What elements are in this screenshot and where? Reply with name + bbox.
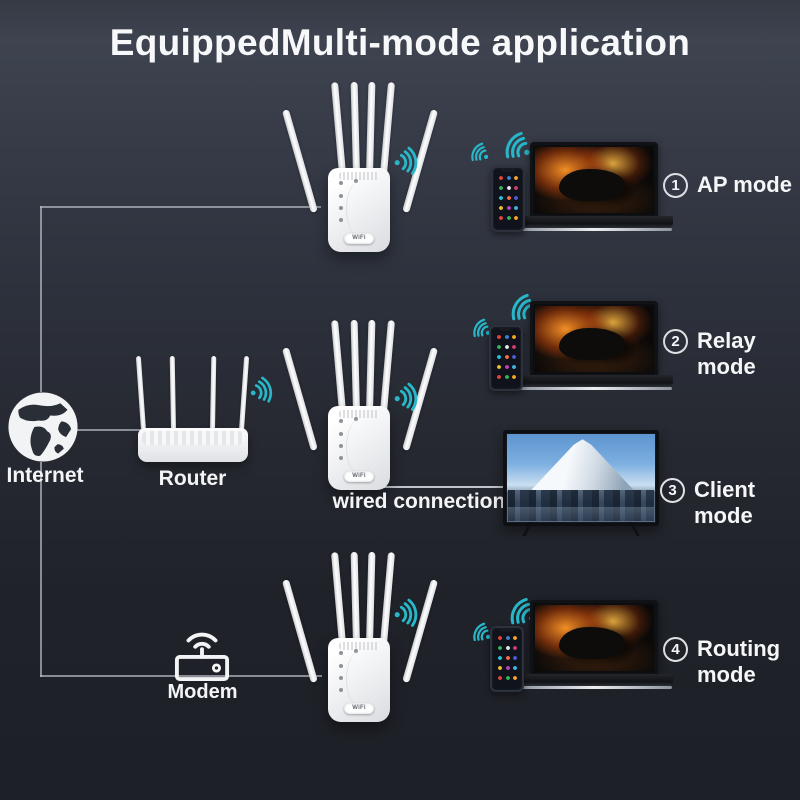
phone-screen xyxy=(492,328,520,388)
repeater-body: WiFi xyxy=(328,168,390,252)
wifi-signal-icon xyxy=(390,378,428,416)
connector-bottom-vertical xyxy=(40,462,42,677)
wifi-signal-icon xyxy=(390,594,428,632)
connector-modem-horizontal xyxy=(40,675,322,677)
status-led xyxy=(354,417,358,421)
mode-label-client: 3 Client mode xyxy=(660,477,800,530)
laptop-wallpaper xyxy=(535,306,653,372)
router-antenna xyxy=(135,356,146,431)
status-led xyxy=(354,649,358,653)
wifi-badge: WiFi xyxy=(344,233,374,244)
wifi-repeater-1: WiFi xyxy=(281,80,439,285)
repeater-antenna xyxy=(330,320,346,413)
router-antenna xyxy=(210,355,217,431)
laptop-screen xyxy=(530,301,658,377)
laptop-base xyxy=(515,674,673,689)
phone-notch xyxy=(499,328,513,331)
tv-screen-foreground xyxy=(508,490,654,521)
laptop xyxy=(515,301,673,393)
wifi-signal-icon xyxy=(491,121,540,170)
modem-icon xyxy=(170,626,234,682)
status-led xyxy=(339,419,343,423)
phone-notch xyxy=(501,169,515,172)
wifi-repeater-3: WiFi xyxy=(281,550,439,755)
repeater-antenna xyxy=(366,81,376,175)
wifi-signal-icon xyxy=(463,311,497,345)
repeater-antenna xyxy=(281,347,318,451)
connector-top-vertical xyxy=(40,206,42,392)
laptop-screen xyxy=(530,142,658,218)
status-led xyxy=(339,206,343,210)
status-led xyxy=(339,456,343,460)
repeater-antenna xyxy=(350,319,360,413)
status-led xyxy=(339,432,343,436)
laptop xyxy=(515,142,673,234)
circled-number-icon: 3 xyxy=(660,478,685,503)
wifi-signal-icon xyxy=(390,142,428,180)
tv-leg xyxy=(629,522,640,536)
status-led xyxy=(339,181,343,185)
laptop-screen xyxy=(530,600,658,676)
circled-number-icon: 2 xyxy=(663,329,688,354)
internet-globe-icon xyxy=(7,391,79,463)
modem-label: Modem xyxy=(167,681,238,703)
router-body xyxy=(138,428,248,462)
phone-notch xyxy=(500,629,514,632)
laptop-wallpaper xyxy=(535,147,653,213)
laptop-base xyxy=(515,375,673,390)
laptop-wallpaper xyxy=(535,605,653,671)
repeater-body: WiFi xyxy=(328,638,390,722)
repeater-antenna xyxy=(350,81,360,175)
repeater-antenna xyxy=(366,551,376,645)
laptop-base xyxy=(515,216,673,231)
internet-label: Internet xyxy=(6,464,84,487)
status-led xyxy=(339,688,343,692)
mode-label-relay: 2 Relay mode xyxy=(663,328,800,381)
router-label: Router xyxy=(158,467,227,490)
router-antenna xyxy=(169,355,176,431)
wifi-signal-icon xyxy=(461,135,495,169)
phone-screen xyxy=(493,629,521,689)
repeater-antenna xyxy=(350,551,360,645)
wifi-badge: WiFi xyxy=(344,471,374,482)
connector-globe-router xyxy=(76,429,142,431)
smartphone xyxy=(490,626,524,692)
status-led xyxy=(339,676,343,680)
repeater-antenna xyxy=(281,109,318,213)
mode-label-routing: 4 Routing mode xyxy=(663,636,791,689)
laptop xyxy=(515,600,673,692)
status-led xyxy=(339,194,343,198)
connector-wired xyxy=(372,486,505,488)
circled-number-icon: 4 xyxy=(663,637,688,662)
phone-screen xyxy=(494,169,522,229)
circled-number-icon: 1 xyxy=(663,173,688,198)
repeater-antenna xyxy=(366,319,376,413)
status-led xyxy=(339,444,343,448)
router-device xyxy=(135,355,250,462)
wifi-signal-icon xyxy=(244,370,283,409)
television xyxy=(503,430,659,536)
tv-leg xyxy=(522,522,533,536)
wifi-signal-icon xyxy=(463,615,497,649)
repeater-body: WiFi xyxy=(328,406,390,490)
status-led xyxy=(354,179,358,183)
wifi-badge: WiFi xyxy=(344,703,374,714)
status-led xyxy=(339,664,343,668)
wired-connection-label: wired connection xyxy=(332,490,506,513)
status-led xyxy=(339,651,343,655)
mode-label-ap: 1 AP mode xyxy=(663,172,792,198)
smartphone xyxy=(491,166,525,232)
status-led xyxy=(339,218,343,222)
connector-top-horizontal xyxy=(40,206,321,208)
smartphone xyxy=(489,325,523,391)
repeater-antenna xyxy=(281,579,318,683)
wifi-repeater-2: WiFi xyxy=(281,318,439,523)
page-title: EquippedMulti-mode application xyxy=(109,22,691,63)
repeater-antenna xyxy=(330,82,346,175)
repeater-antenna xyxy=(330,552,346,645)
